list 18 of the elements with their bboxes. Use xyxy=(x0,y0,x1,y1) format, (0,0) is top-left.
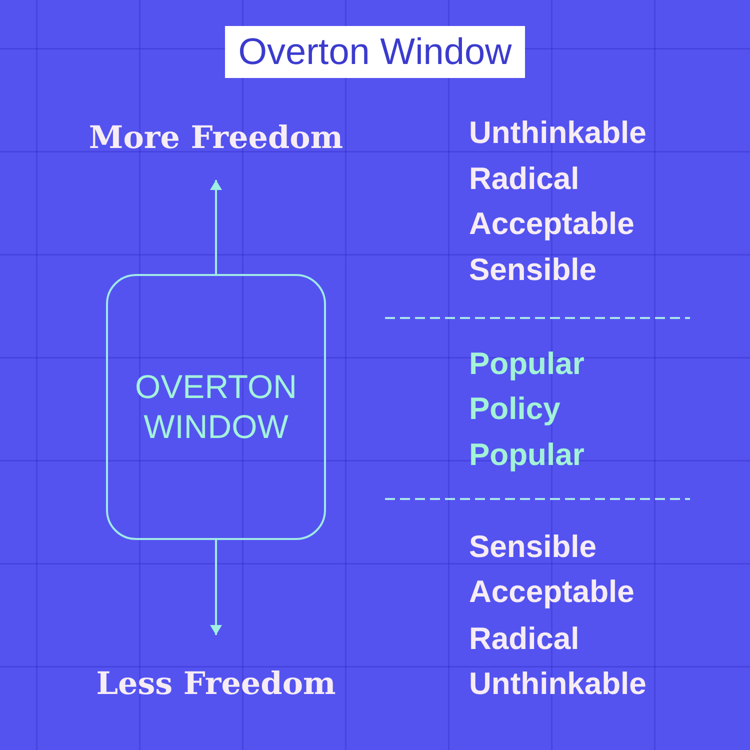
scale-term: Policy xyxy=(469,391,560,427)
arrow xyxy=(210,180,222,274)
direction-label: More Freedom xyxy=(88,120,344,180)
scale-term: Sensible xyxy=(469,529,596,565)
scale-term: Radical xyxy=(469,621,580,657)
scale-term: Acceptable xyxy=(469,574,634,610)
scale-term: Acceptable xyxy=(469,206,634,242)
scale-term: Popular xyxy=(469,437,584,473)
scale-term: Radical xyxy=(469,161,580,197)
arrow xyxy=(210,540,222,635)
scale-term: Unthinkable xyxy=(469,115,646,151)
direction-label: Less Freedom xyxy=(96,635,336,702)
scale-term: Sensible xyxy=(469,252,596,288)
window-frame xyxy=(106,274,326,540)
scale-term: Popular xyxy=(469,346,584,382)
diagram-title: Overton Window xyxy=(225,26,525,78)
scale-term: Unthinkable xyxy=(469,666,646,702)
window-label: OVERTON WINDOW xyxy=(135,367,297,447)
